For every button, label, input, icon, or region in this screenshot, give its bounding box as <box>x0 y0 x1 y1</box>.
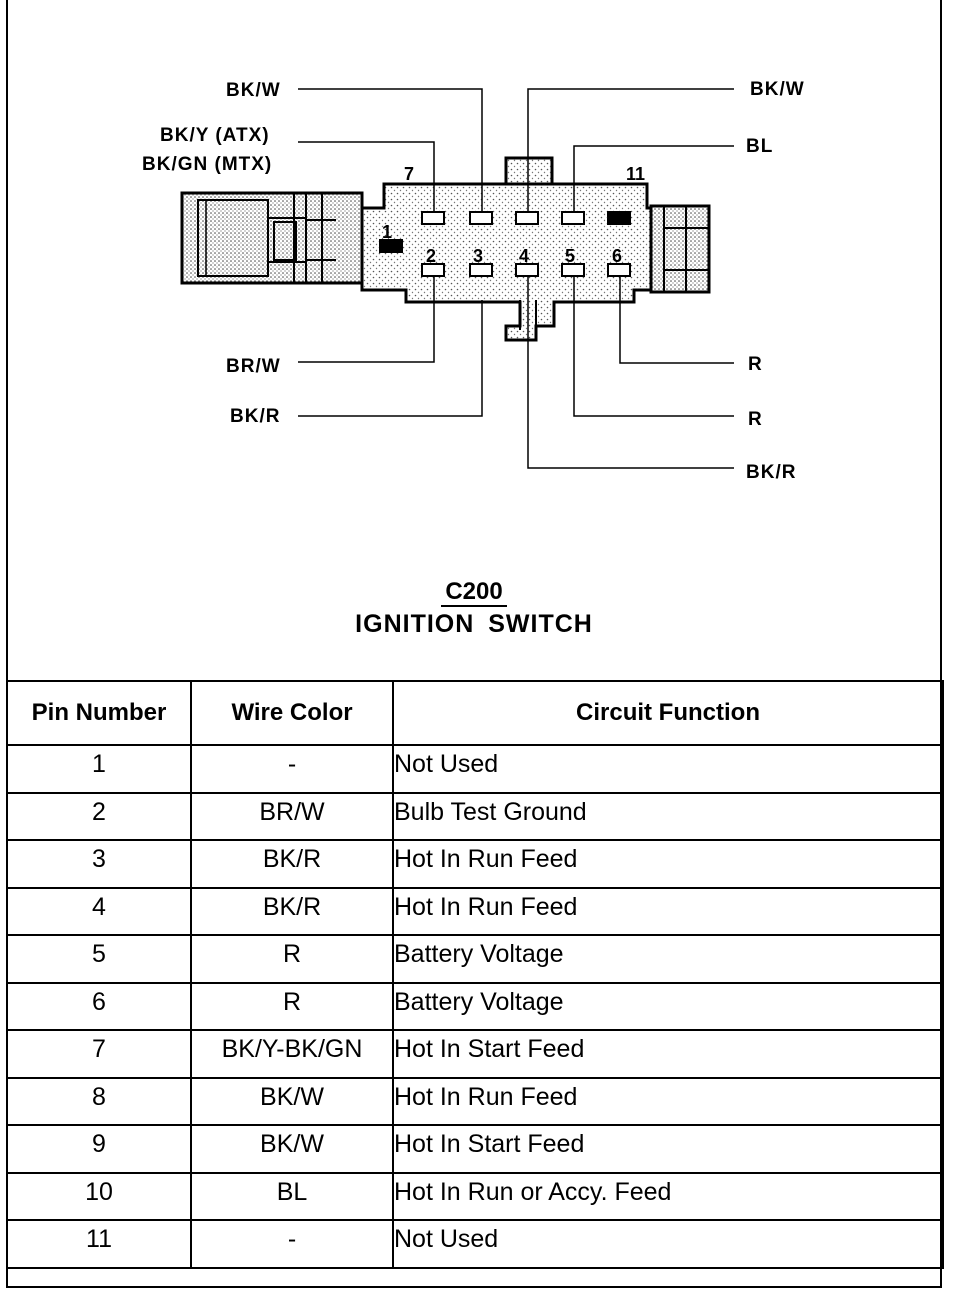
wire-color: - <box>190 744 394 794</box>
wire-color: BL <box>190 1171 394 1221</box>
terminal-1 <box>379 239 403 253</box>
table-row: 1-Not Used <box>6 744 944 794</box>
pin-label-4: 4 <box>519 246 529 266</box>
terminal-4 <box>515 263 539 277</box>
terminal-3 <box>469 263 493 277</box>
leader-lines <box>298 88 734 469</box>
header-wire-color: Wire Color <box>190 680 394 746</box>
header-circuit-function: Circuit Function <box>392 680 944 746</box>
wire-color: R <box>190 934 394 984</box>
header-pin-number: Pin Number <box>6 680 192 746</box>
leader-pin-9 <box>527 88 734 212</box>
terminals <box>379 211 631 277</box>
pin-number: 5 <box>6 934 192 984</box>
terminal-5 <box>561 263 585 277</box>
wire-color: R <box>190 981 394 1031</box>
pin-label-1: 1 <box>382 222 392 242</box>
leader-pin-7 <box>298 141 435 212</box>
circuit-function: Battery Voltage <box>392 934 944 984</box>
right-housing <box>649 204 711 294</box>
circuit-function: Not Used <box>392 744 944 794</box>
terminal-10 <box>561 211 585 225</box>
leader-pin-2 <box>298 276 435 363</box>
pin-number: 2 <box>6 791 192 841</box>
circuit-function: Hot In Run Feed <box>392 886 944 936</box>
left-housing <box>180 191 364 285</box>
pin-label-5: 5 <box>565 246 575 266</box>
pin-label-11: 11 <box>626 164 645 184</box>
wire-label-mtx: BK/GN (MTX) <box>142 154 272 175</box>
circuit-function: Hot In Run Feed <box>392 1076 944 1126</box>
page-frame <box>6 0 942 1288</box>
wire-color: BK/W <box>190 1124 394 1174</box>
circuit-function: Bulb Test Ground <box>392 791 944 841</box>
terminal-6 <box>607 263 631 277</box>
wire-label-top-right: BK/W <box>750 79 805 100</box>
pin-number: 6 <box>6 981 192 1031</box>
wire-color: BK/W <box>190 1076 394 1126</box>
wire-color: BK/R <box>190 886 394 936</box>
wire-label-bkr-left: BK/R <box>230 406 280 427</box>
circuit-function: Hot In Start Feed <box>392 1124 944 1174</box>
wire-label-bl: BL <box>746 136 773 157</box>
circuit-function: Not Used <box>392 1219 944 1269</box>
wire-label-r-2: R <box>748 409 763 430</box>
pin-number: 9 <box>6 1124 192 1174</box>
pin-label-6: 6 <box>612 246 622 266</box>
circuit-function: Battery Voltage <box>392 981 944 1031</box>
terminal-7 <box>421 211 445 225</box>
circuit-function: Hot In Start Feed <box>392 1029 944 1079</box>
pin-table-header: Pin Number Wire Color Circuit Function <box>6 680 944 746</box>
pin-number: 4 <box>6 886 192 936</box>
pin-label-2: 2 <box>426 246 436 266</box>
wire-label-atx: BK/Y (ATX) <box>160 125 270 146</box>
pin-label-3: 3 <box>473 246 483 266</box>
connector-diagram: 7 11 1 2 3 4 5 6 BK/W BK/Y (ATX) BK/GN (… <box>6 0 942 680</box>
wire-color: - <box>190 1219 394 1269</box>
pin-number: 11 <box>6 1219 192 1269</box>
wire-color: BR/W <box>190 791 394 841</box>
connector-id-text: C200 <box>441 578 507 607</box>
terminal-9 <box>515 211 539 225</box>
wire-label-top-left: BK/W <box>226 80 281 101</box>
table-row: 11-Not Used <box>6 1219 944 1269</box>
circuit-function: Hot In Run Feed <box>392 839 944 889</box>
wire-label-brw: BR/W <box>226 356 281 377</box>
terminal-8 <box>469 211 493 225</box>
leader-pin-3 <box>298 300 483 417</box>
leader-pin-8 <box>298 88 483 212</box>
leader-pin-5 <box>573 276 734 417</box>
connector-drawing: 7 11 1 2 3 4 5 6 BK/W BK/Y (ATX) BK/GN (… <box>142 79 805 483</box>
wire-color: BK/R <box>190 839 394 889</box>
wire-label-r-1: R <box>748 354 763 375</box>
pin-number: 7 <box>6 1029 192 1079</box>
terminal-11 <box>607 211 631 225</box>
terminal-2 <box>421 263 445 277</box>
connector-id: C200 <box>6 578 942 607</box>
leader-pin-10 <box>573 145 734 212</box>
pin-number: 10 <box>6 1171 192 1221</box>
connector-name: IGNITION SWITCH <box>355 610 593 638</box>
leader-pin-6 <box>619 276 734 364</box>
circuit-function: Hot In Run or Accy. Feed <box>392 1171 944 1221</box>
wire-label-bkr-right: BK/R <box>746 462 796 483</box>
pin-label-7: 7 <box>404 164 414 184</box>
leader-pin-4 <box>527 276 734 469</box>
connector-face <box>360 156 653 342</box>
wire-color: BK/Y-BK/GN <box>190 1029 394 1079</box>
pin-table: Pin Number Wire Color Circuit Function 1… <box>6 680 944 1269</box>
pin-number: 1 <box>6 744 192 794</box>
pin-number: 3 <box>6 839 192 889</box>
pin-number: 8 <box>6 1076 192 1126</box>
